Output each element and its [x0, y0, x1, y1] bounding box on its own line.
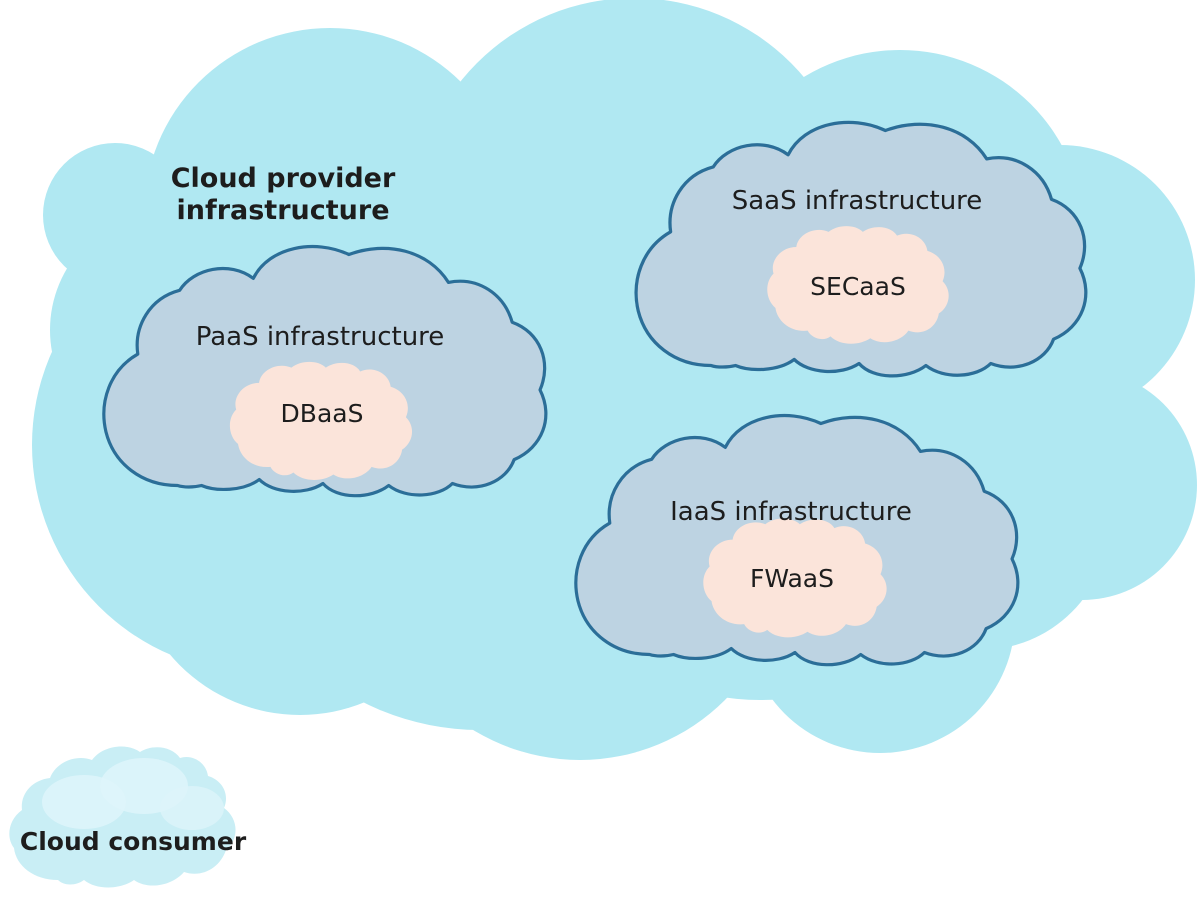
- secaas-label: SECaaS: [810, 272, 906, 301]
- consumer-cloud-shape: [9, 746, 236, 888]
- cloud-consumer-label: Cloud consumer: [19, 827, 247, 856]
- iaas-infrastructure-label: IaaS infrastructure: [670, 497, 912, 527]
- provider-label-line-2: infrastructure: [176, 194, 390, 226]
- saas-infrastructure-label: SaaS infrastructure: [731, 186, 983, 216]
- provider-infrastructure-label: Cloud provider infrastructure: [171, 163, 396, 227]
- paas-infrastructure-label: PaaS infrastructure: [195, 322, 445, 352]
- dbaas-label: DBaaS: [280, 399, 364, 428]
- consumer-cloud-highlight: [160, 786, 224, 830]
- provider-label-line-1: Cloud provider: [170, 163, 396, 194]
- fwaas-label: FWaaS: [749, 564, 835, 593]
